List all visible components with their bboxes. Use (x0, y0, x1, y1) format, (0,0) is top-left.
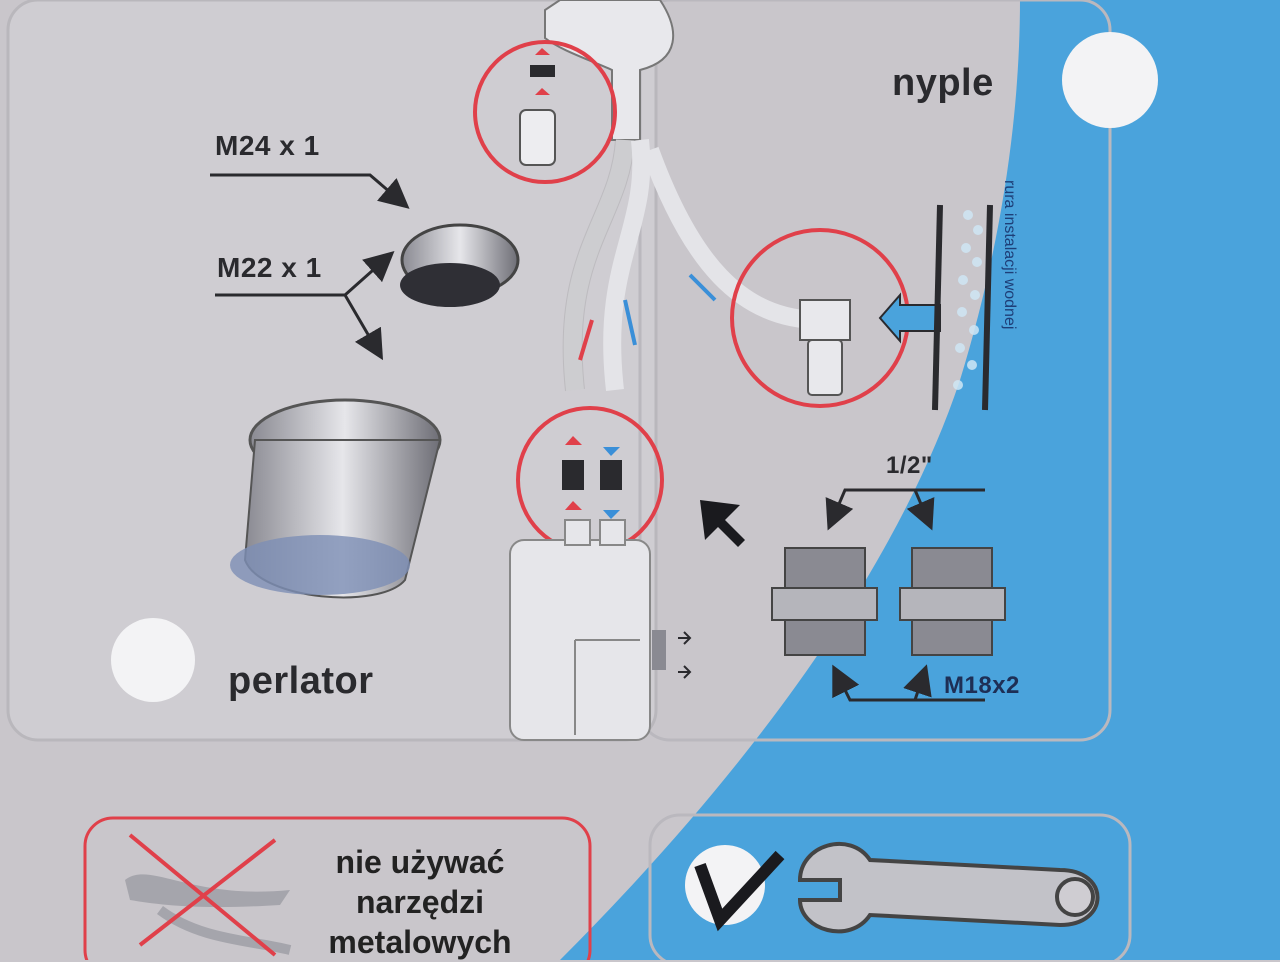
thread-half-inch-label: 1/2" (886, 452, 933, 479)
thread-m18-label: M18x2 (944, 672, 1020, 699)
warning-box (83, 816, 592, 960)
warning-line-1: nie używać (335, 844, 505, 880)
blue-swoosh (560, 0, 1280, 960)
thread-m24-label: M24 x 1 (215, 130, 320, 161)
bottom-right-panel (648, 813, 1132, 960)
water-inlet-arrow (878, 292, 941, 344)
aerator-icon (230, 398, 442, 599)
nyple-label: nyple (892, 62, 994, 104)
warning-text: nie używać narzędzi metalowych (300, 842, 540, 962)
pipe-label: rura instalacji wodnej (1001, 180, 1018, 330)
nyple-circle (1062, 32, 1158, 128)
warning-line-3: metalowych (328, 924, 512, 960)
perlator-circle (111, 618, 195, 702)
warning-line-2: narzędzi (355, 884, 485, 920)
nipple-icon-1 (771, 547, 878, 656)
pointer-arrow (700, 500, 745, 547)
nipple-icon-2 (899, 547, 1006, 656)
left-panel (6, 0, 658, 742)
inlet-hose-icon (641, 146, 821, 329)
right-panel (638, 0, 1112, 742)
perlator-label: perlator (228, 660, 374, 702)
aerator-detail-circle (473, 40, 617, 184)
check-icon (694, 850, 785, 932)
thread-m22-label: M22 x 1 (217, 252, 322, 283)
plastic-wrench-icon (797, 842, 1100, 934)
cold-hose-icon (603, 139, 651, 392)
hot-hose-icon (563, 139, 634, 391)
